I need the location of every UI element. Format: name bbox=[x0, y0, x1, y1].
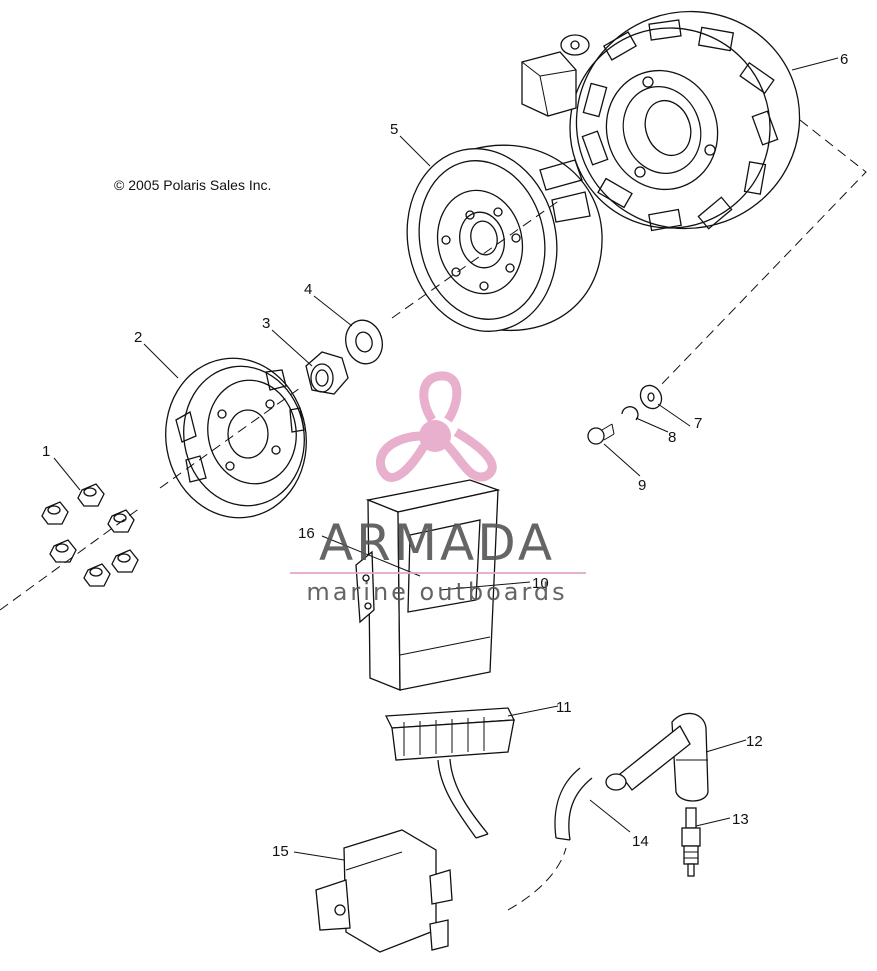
part-starter-cup[interactable] bbox=[153, 347, 319, 529]
part-label-9: 9 bbox=[638, 477, 646, 494]
watermark-title: ARMADA bbox=[319, 514, 555, 572]
part-label-12: 12 bbox=[746, 733, 763, 750]
part-label-8: 8 bbox=[668, 429, 676, 446]
part-label-5: 5 bbox=[390, 121, 398, 138]
part-lead[interactable] bbox=[554, 767, 593, 841]
part-label-10: 10 bbox=[532, 575, 549, 592]
propeller-logo-icon bbox=[375, 371, 497, 482]
part-label-1: 1 bbox=[42, 443, 50, 460]
part-flywheel[interactable] bbox=[390, 135, 603, 346]
part-label-3: 3 bbox=[262, 315, 270, 332]
part-plug-cap[interactable] bbox=[605, 712, 709, 802]
part-label-4: 4 bbox=[304, 281, 312, 298]
part-screw[interactable] bbox=[587, 423, 615, 445]
part-label-13: 13 bbox=[732, 811, 749, 828]
part-label-2: 2 bbox=[134, 329, 142, 346]
part-label-14: 14 bbox=[632, 833, 649, 850]
part-label-16: 16 bbox=[298, 525, 315, 542]
part-connector[interactable] bbox=[384, 707, 516, 839]
assembly-lines bbox=[0, 119, 867, 911]
part-label-11: 11 bbox=[556, 699, 572, 716]
part-nut[interactable] bbox=[305, 351, 349, 395]
part-lock-washer[interactable] bbox=[621, 406, 639, 421]
part-washer[interactable] bbox=[341, 316, 387, 368]
part-cdi-module[interactable] bbox=[355, 479, 501, 691]
part-label-15: 15 bbox=[272, 843, 289, 860]
part-label-7: 7 bbox=[694, 415, 702, 432]
part-spark-plug[interactable] bbox=[681, 807, 701, 877]
watermark: ARMADA marine outboards bbox=[290, 371, 586, 606]
leader-lines bbox=[53, 57, 839, 861]
part-labels: 1 2 3 4 5 6 7 8 9 10 11 12 13 14 15 16 bbox=[42, 51, 848, 860]
part-stator[interactable] bbox=[521, 0, 830, 260]
part-ignition-coil[interactable] bbox=[315, 829, 453, 953]
part-washer-small[interactable] bbox=[636, 382, 665, 413]
watermark-subtitle: marine outboards bbox=[306, 578, 567, 606]
part-label-6: 6 bbox=[840, 51, 848, 68]
copyright-text: © 2005 Polaris Sales Inc. bbox=[114, 177, 271, 193]
part-bolts[interactable] bbox=[41, 483, 139, 587]
